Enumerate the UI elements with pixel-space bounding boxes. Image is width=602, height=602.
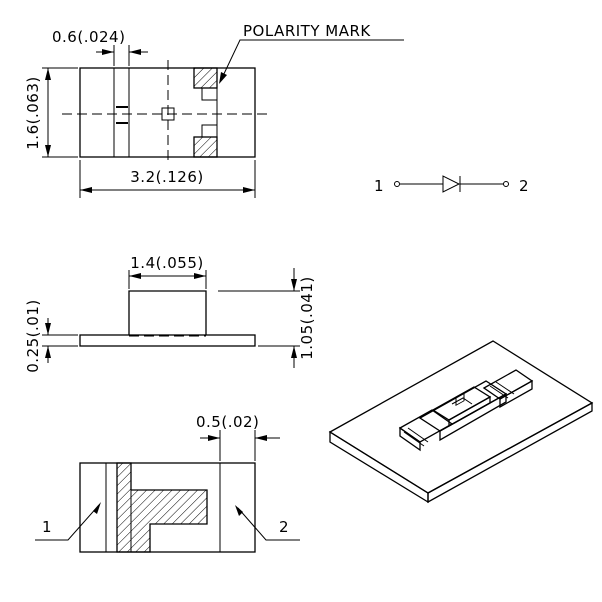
diode-symbol [442,175,461,193]
side-view: 1.4(.055) 1.05(.041) 0.25(.01) [24,254,316,373]
diode-schematic: 1 2 [374,175,529,195]
width-dimension-label: 3.2(.126) [130,168,203,186]
pcb-thickness-label: 0.25(.01) [24,299,42,372]
left-pad-notch [116,106,128,108]
pcb-base [79,334,256,347]
pad-dimension-label: 0.6(.024) [52,28,125,46]
bottom-pad-dimension-label: 0.5(.02) [196,413,259,431]
bottom-view-body [79,462,256,553]
board-top [328,340,594,494]
lens-width-label: 1.4(.055) [130,254,203,272]
left-pad-notch-2 [116,122,128,124]
board-side [427,401,593,504]
board-front [329,430,429,504]
bottom-pin-1: 1 [42,518,52,536]
isometric-view [328,340,594,504]
height-dimension-label: 1.6(.063) [24,76,42,149]
right-pad-upper [193,67,218,89]
bottom-view: 0.5(.02) 1 2 [35,413,300,553]
center-mark [161,107,175,121]
top-view: 3.2(.126) 1.6(.063) 0.6(.024) POLARITY M… [24,22,404,198]
total-height-label: 1.05(.041) [298,276,316,360]
schematic-pin-1: 1 [374,177,384,195]
chip-lens [431,386,492,421]
lens-dome [128,290,207,335]
bottom-pin-2: 2 [279,518,289,536]
schematic-pin-2: 2 [519,177,529,195]
polarity-mark-label: POLARITY MARK [243,22,371,40]
right-pad-lower [193,136,218,158]
right-pad-outline [201,88,218,137]
left-pad-slot [113,67,130,158]
